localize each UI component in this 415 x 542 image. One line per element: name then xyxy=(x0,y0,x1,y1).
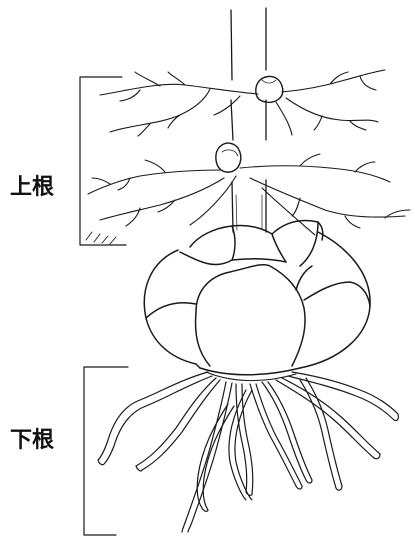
upper-roots xyxy=(86,70,410,244)
stem xyxy=(231,8,266,232)
bulb xyxy=(144,221,370,381)
upper-roots-label: 上根 xyxy=(10,177,54,199)
lower-roots xyxy=(98,372,398,532)
upper-roots-bracket xyxy=(80,77,126,245)
lower-roots-bracket xyxy=(84,367,128,535)
lower-roots-label: 下根 xyxy=(10,430,54,452)
